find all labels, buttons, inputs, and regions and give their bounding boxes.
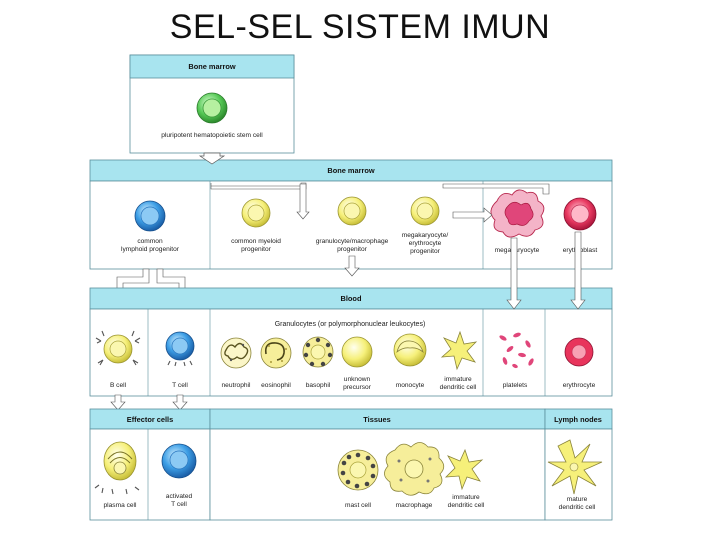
mast-cell-label: mast cell — [345, 502, 372, 509]
granulocytes-label: Granulocytes (or polymorphonuclear leuko… — [275, 321, 426, 328]
eosinophil-label: eosinophil — [261, 382, 291, 389]
mature-dendritic-label: mature — [567, 496, 588, 503]
immature-dendritic-blood-label: immature — [444, 376, 472, 383]
macrophage-label: macrophage — [396, 502, 433, 509]
page-title: SEL-SEL SISTEM IMUN — [169, 8, 551, 46]
common-myeloid-progenitor — [241, 198, 271, 228]
lymph-nodes-panel — [544, 428, 613, 521]
bone-marrow-label: Bone marrow — [327, 166, 374, 175]
granulocyte-macrophage-label: granulocyte/macrophage — [316, 238, 389, 245]
platelets — [499, 332, 534, 369]
monocyte — [393, 333, 427, 367]
mep-label-3: progenitor — [410, 248, 440, 255]
stem-cell-label: pluripotent hematopoietic stem cell — [161, 132, 263, 139]
common-lymphoid-progenitor — [134, 200, 166, 232]
common-myeloid-label-2: progenitor — [241, 246, 271, 253]
megakaryocyte — [490, 189, 545, 238]
activated-t-cell-label: activated — [166, 493, 193, 500]
monocyte-label: monocyte — [396, 382, 425, 389]
unknown-precursor — [341, 336, 373, 368]
mature-dendritic-cell — [547, 439, 603, 495]
neutrophil — [220, 337, 252, 369]
immature-dendritic-blood-label-2: dendritic cell — [440, 384, 477, 391]
common-lymphoid-label: common — [137, 238, 163, 245]
erythroblast — [563, 197, 597, 231]
mast-cell — [337, 449, 379, 491]
activated-t-cell — [161, 443, 197, 479]
erythrocyte-label: erythrocyte — [563, 382, 596, 389]
eosinophil — [260, 337, 292, 369]
b-cell-label: B cell — [110, 382, 127, 389]
common-lymphoid-label-2: lymphoid progenitor — [121, 246, 180, 253]
plasma-cell — [94, 441, 140, 495]
tissues-label: Tissues — [363, 415, 390, 424]
stem-cell — [196, 92, 228, 124]
bone-marrow-top-label: Bone marrow — [188, 62, 235, 71]
megakaryocyte-erythrocyte-progenitor — [410, 196, 440, 226]
erythrocyte — [564, 337, 594, 367]
immature-dendritic-tissue-label: immature — [452, 494, 480, 501]
mep-label-2: erythrocyte — [409, 240, 442, 247]
mature-dendritic-label-2: dendritic cell — [559, 504, 596, 511]
immature-dendritic-tissue-label-2: dendritic cell — [448, 502, 485, 509]
macrophage — [384, 442, 445, 496]
basophil — [302, 336, 334, 368]
common-myeloid-label: common myeloid — [231, 238, 281, 245]
activated-t-cell-label-2: T cell — [171, 501, 187, 508]
mep-label: megakaryocyte/ — [402, 232, 449, 239]
unknown-precursor-label: unknown — [344, 376, 371, 383]
immature-dendritic-cell-blood — [440, 330, 478, 371]
plasma-cell-label: plasma cell — [104, 502, 138, 509]
t-cell-label: T cell — [172, 382, 188, 389]
granulocyte-macrophage-label-2: progenitor — [337, 246, 367, 253]
platelets-label: platelets — [503, 382, 528, 389]
neutrophil-label: neutrophil — [222, 382, 251, 389]
immature-dendritic-cell-tissue — [444, 448, 484, 491]
b-cell — [95, 330, 141, 366]
lymph-nodes-label: Lymph nodes — [554, 415, 602, 424]
bone-marrow-top-header — [129, 54, 295, 79]
effector-cells-label: Effector cells — [127, 415, 173, 424]
unknown-precursor-label-2: precursor — [343, 384, 372, 391]
blood-label: Blood — [341, 294, 362, 303]
basophil-label: basophil — [306, 382, 331, 389]
t-cell — [165, 331, 195, 367]
granulocyte-macrophage-progenitor — [337, 196, 367, 226]
